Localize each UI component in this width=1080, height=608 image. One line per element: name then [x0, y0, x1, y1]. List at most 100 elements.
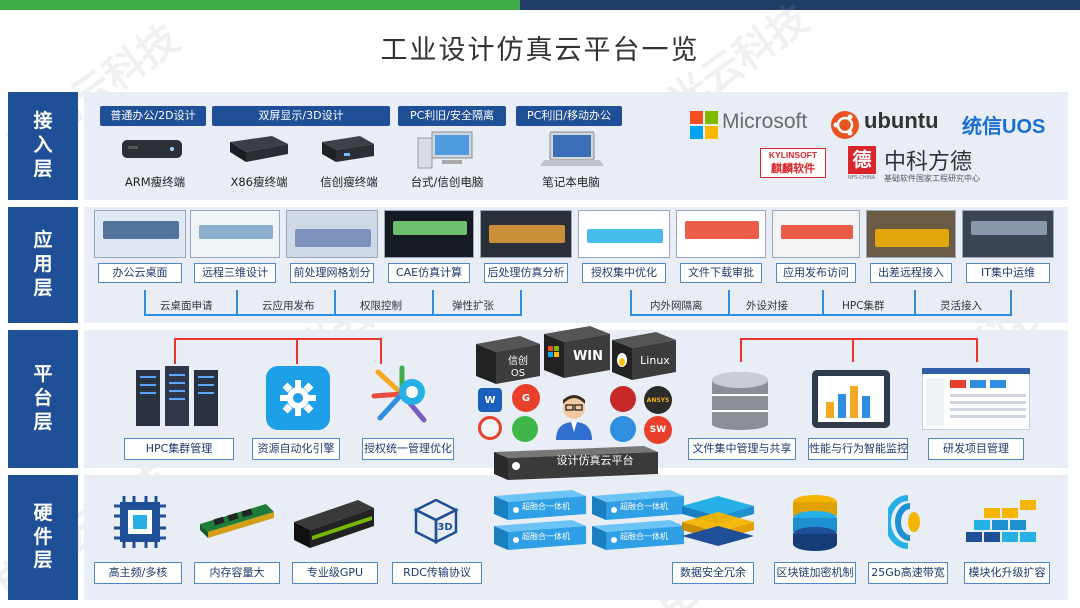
- device-label-arm: ARM瘦终端: [124, 175, 186, 189]
- project-dashboard-screenshot: [921, 367, 1031, 431]
- app-thumbnail: [578, 210, 670, 258]
- platform-project-manage: 研发项目管理: [928, 438, 1024, 460]
- microsoft-brand: Microsoft: [722, 110, 808, 133]
- hw-large-memory: 内存容量大: [194, 562, 280, 584]
- platform-license-manage: 授权统一管理优化: [362, 438, 454, 460]
- app-thumbnail: [772, 210, 860, 258]
- server-label: 超融合一体机: [620, 502, 668, 511]
- app-thumbnail: [676, 210, 766, 258]
- hyperconverged-server-icon: 超融合一体机: [592, 490, 684, 520]
- license-keys-icon: [366, 360, 438, 428]
- hw-rdc-protocol: RDC传输协议: [392, 562, 482, 584]
- server-label: 超融合一体机: [522, 502, 570, 511]
- arm-thin-client-icon: [120, 136, 184, 162]
- app-label-1[interactable]: 远程三维设计: [194, 263, 276, 283]
- crane-app-icon: [610, 386, 636, 412]
- chrome-icon: [478, 416, 502, 440]
- app-label-3[interactable]: CAE仿真计算: [388, 263, 470, 283]
- svg-text:3D: 3D: [437, 522, 452, 533]
- server-label: 超融合一体机: [620, 532, 668, 541]
- platform-center-label: 设计仿真云平台: [556, 454, 634, 467]
- platform-file-manage: 文件集中管理与共享: [688, 438, 796, 460]
- top-bar: [0, 0, 1080, 10]
- nfs-sub: 基础软件国家工程研究中心: [884, 174, 980, 183]
- access-group-pc-reuse-mobile: PC利旧/移动办公: [516, 106, 622, 126]
- hw-blockchain-encryption: 区块链加密机制: [774, 562, 856, 584]
- layer-label-platform: 平台层: [8, 330, 78, 468]
- nfs-logo-icon: 德: [848, 146, 876, 174]
- hw-pro-gpu: 专业级GPU: [292, 562, 378, 584]
- kylin-logo: KYLINSOFT 麒麟软件: [760, 148, 826, 178]
- connector-tick: [630, 290, 632, 316]
- solidworks-icon: SW: [644, 416, 672, 444]
- feature-hpc-cluster: HPC集群: [842, 300, 885, 312]
- connector-tick: [432, 290, 434, 316]
- platform-performance-monitor: 性能与行为智能监控: [808, 438, 908, 460]
- memory-ram-icon: [196, 498, 278, 546]
- layer-label-access: 接入层: [8, 92, 78, 200]
- feature-peripheral: 外设对接: [746, 300, 788, 312]
- hyperconverged-server-icon: 超融合一体机: [592, 520, 684, 550]
- platform-connector-right: [740, 338, 976, 340]
- blockchain-storage-icon: [790, 492, 840, 552]
- access-group-pc-reuse-isolation: PC利旧/安全隔离: [398, 106, 506, 126]
- app-label-2[interactable]: 前处理网格划分: [290, 263, 374, 283]
- ubuntu-brand: ubuntu: [864, 108, 939, 133]
- nfs-brand: 中科方德: [884, 150, 973, 175]
- connector-tick: [822, 290, 824, 316]
- app-connector-left: [144, 314, 520, 316]
- uos-brand: 统信UOS: [962, 116, 1046, 138]
- app-connector-right: [630, 314, 1010, 316]
- modular-upgrade-icon: [962, 492, 1042, 552]
- connector-tick: [914, 290, 916, 316]
- app-label-8[interactable]: 出差远程接入: [870, 263, 952, 283]
- hyperconverged-server-icon: 超融合一体机: [494, 520, 586, 550]
- connector-tick: [1010, 290, 1012, 316]
- cad-app-icon: G: [512, 384, 540, 412]
- connector-tick: [334, 290, 336, 316]
- top-bar-accent: [0, 0, 520, 10]
- xinchuang-os-cube-icon: 信创 OS: [476, 336, 540, 384]
- connector-tick: [520, 290, 522, 316]
- device-label-laptop: 笔记本电脑: [542, 175, 600, 189]
- cpu-chip-icon: [112, 494, 168, 550]
- feature-flexible-access: 灵活接入: [940, 300, 982, 312]
- user-avatar-icon: [552, 392, 596, 440]
- connector-tick: [728, 290, 730, 316]
- monitoring-tablet-icon: [812, 370, 890, 428]
- platform-connector-left: [174, 338, 380, 340]
- app-thumbnail: [94, 210, 186, 258]
- app-label-9[interactable]: IT集中运维: [966, 263, 1050, 283]
- feature-elastic-expand: 弹性扩张: [452, 300, 494, 312]
- app-label-7[interactable]: 应用发布访问: [776, 263, 856, 283]
- layer-label-hardware: 硬件层: [8, 475, 78, 600]
- feature-cloud-app-publish: 云应用发布: [262, 300, 315, 312]
- database-icon: [708, 370, 772, 430]
- nfs-tag: NFS·CHINA: [848, 175, 876, 181]
- wechat-icon: [512, 416, 538, 442]
- svg-text:信创: 信创: [508, 354, 528, 367]
- gear-icon: [266, 366, 330, 430]
- xinchuang-thin-client-icon: [318, 132, 378, 164]
- hpc-server-racks-icon: [132, 366, 222, 428]
- svg-text:OS: OS: [511, 368, 525, 379]
- linux-os-cube-icon: Linux: [612, 332, 676, 380]
- connector-tick: [852, 338, 854, 362]
- word-icon: W: [478, 388, 502, 412]
- server-label: 超融合一体机: [522, 532, 570, 541]
- laptop-icon: [540, 130, 604, 168]
- rdc-protocol-icon: 3D: [410, 496, 462, 546]
- app-thumbnail: [866, 210, 956, 258]
- hw-25gb-bandwidth: 25Gb高速带宽: [868, 562, 948, 584]
- feature-permission-control: 权限控制: [360, 300, 402, 312]
- layer-label-app: 应用层: [8, 207, 78, 323]
- app-label-6[interactable]: 文件下载审批: [680, 263, 762, 283]
- app-label-5[interactable]: 授权集中优化: [582, 263, 666, 283]
- design-app-icon: [610, 416, 636, 442]
- connector-tick: [740, 338, 742, 362]
- app-thumbnail: [384, 210, 474, 258]
- app-label-4[interactable]: 后处理仿真分析: [484, 263, 568, 283]
- access-group-office: 普通办公/2D设计: [100, 106, 206, 126]
- app-thumbnail: [286, 210, 378, 258]
- app-label-0[interactable]: 办公云桌面: [98, 263, 182, 283]
